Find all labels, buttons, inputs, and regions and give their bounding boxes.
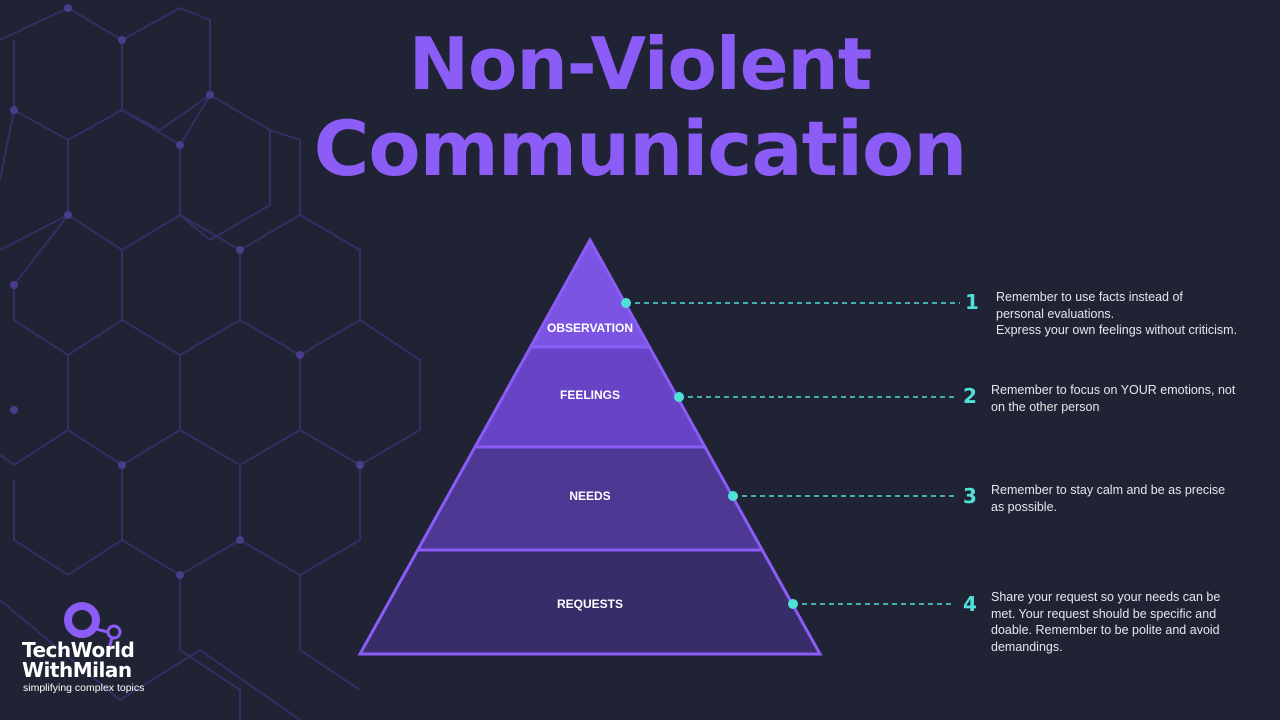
title-line-2: Communication (313, 104, 968, 193)
description-line: demandings. (991, 639, 1063, 654)
description-line: Express your own feelings without critic… (996, 323, 1238, 337)
description-feelings: Remember to focus on YOUR emotions, not … (991, 382, 1261, 415)
description-line: Remember to focus on YOUR emotions, not (991, 383, 1236, 397)
logo-tagline: simplifying complex topics (23, 682, 145, 694)
step-number-3: 3 (963, 484, 977, 508)
step-number-1: 1 (965, 290, 979, 314)
connector-dot-4 (788, 599, 798, 609)
description-line: personal evaluations. (996, 306, 1115, 321)
pyramid-level-requests (360, 550, 820, 654)
logo-line-1: TechWorld (22, 638, 135, 662)
description-line: on the other person (991, 399, 1100, 414)
description-line: doable. Remember to be polite and avoid (991, 623, 1220, 637)
description-line: Remember to use facts instead of (996, 290, 1183, 304)
level-label-observation: OBSERVATION (546, 321, 633, 335)
pyramid-level-observation (530, 240, 650, 347)
level-label-feelings: FEELINGS (559, 388, 620, 402)
title-line-1: Non-Violent (408, 22, 872, 106)
description-requests: Share your request so your needs can be … (991, 589, 1261, 655)
description-line: met. Your request should be specific and (991, 606, 1217, 621)
pyramid-level-needs (418, 447, 762, 550)
level-label-needs: NEEDS (569, 489, 611, 503)
step-number-2: 2 (963, 384, 977, 408)
description-line: Remember to stay calm and be as precise (991, 483, 1226, 497)
logo-line-2: WithMilan (22, 658, 132, 682)
step-number-4: 4 (963, 592, 977, 616)
level-label-requests: REQUESTS (556, 597, 623, 611)
description-line: as possible. (991, 499, 1058, 514)
description-observation: Remember to use facts instead of persona… (996, 289, 1266, 339)
description-needs: Remember to stay calm and be as precise … (991, 482, 1261, 515)
connector-dot-3 (728, 491, 738, 501)
logo-text: TechWorld WithMilan (22, 638, 135, 682)
logo-mark-icon (64, 602, 122, 650)
connector-dot-2 (674, 392, 684, 402)
connector-dot-1 (621, 298, 631, 308)
description-line: Share your request so your needs can be (991, 590, 1221, 604)
pyramid-level-feelings (474, 347, 706, 447)
